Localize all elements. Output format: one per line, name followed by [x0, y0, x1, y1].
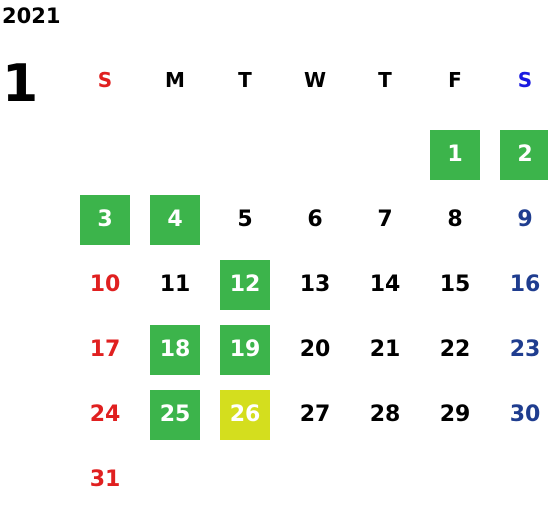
day-number: 3	[80, 194, 130, 245]
day-number: 19	[220, 324, 270, 375]
day-cell[interactable]: 8	[420, 187, 490, 252]
day-number: 11	[159, 272, 191, 297]
day-cell[interactable]: 11	[140, 252, 210, 317]
weekday-monday: M	[165, 68, 185, 92]
empty-day-cell	[70, 122, 140, 187]
day-cell[interactable]: 1	[420, 122, 490, 187]
day-number: 24	[89, 402, 121, 427]
weekday-saturday: S	[517, 68, 533, 92]
day-number: 9	[517, 207, 533, 232]
day-number: 7	[377, 207, 393, 232]
day-number: 16	[509, 272, 541, 297]
day-number: 15	[439, 272, 471, 297]
day-number: 4	[150, 194, 200, 245]
day-cell[interactable]: 26	[210, 382, 280, 447]
year-label: 2021	[2, 4, 61, 28]
day-number: 18	[150, 324, 200, 375]
day-cell[interactable]: 22	[420, 317, 490, 382]
empty-day-cell	[140, 122, 210, 187]
day-cell[interactable]: 12	[210, 252, 280, 317]
empty-day-cell	[210, 122, 280, 187]
day-cell[interactable]: 3	[70, 187, 140, 252]
day-number: 14	[369, 272, 401, 297]
day-cell[interactable]: 28	[350, 382, 420, 447]
weekday-tuesday: T	[238, 68, 252, 92]
day-cell[interactable]: 4	[140, 187, 210, 252]
day-cell[interactable]: 29	[420, 382, 490, 447]
day-number: 5	[237, 207, 253, 232]
day-cell[interactable]: 9	[490, 187, 548, 252]
weekday-sunday: S	[97, 68, 113, 92]
day-number: 1	[430, 129, 480, 180]
day-cell[interactable]: 6	[280, 187, 350, 252]
day-cell[interactable]: 27	[280, 382, 350, 447]
day-cell[interactable]: 21	[350, 317, 420, 382]
day-cell[interactable]: 18	[140, 317, 210, 382]
day-cell[interactable]: 2	[490, 122, 548, 187]
day-number: 20	[299, 337, 331, 362]
day-cell[interactable]: 25	[140, 382, 210, 447]
weekday-wednesday: W	[303, 68, 327, 92]
day-cell[interactable]: 15	[420, 252, 490, 317]
day-number: 26	[220, 389, 270, 440]
day-number: 28	[369, 402, 401, 427]
day-cell[interactable]: 31	[70, 447, 140, 512]
day-number: 13	[299, 272, 331, 297]
day-number: 27	[299, 402, 331, 427]
day-number: 10	[89, 272, 121, 297]
day-number: 23	[509, 337, 541, 362]
day-number: 31	[89, 467, 121, 492]
day-number: 22	[439, 337, 471, 362]
day-cell[interactable]: 7	[350, 187, 420, 252]
day-number: 29	[439, 402, 471, 427]
day-number: 8	[447, 207, 463, 232]
day-number: 17	[89, 337, 121, 362]
day-cell[interactable]: 13	[280, 252, 350, 317]
day-cell[interactable]: 23	[490, 317, 548, 382]
day-number: 2	[500, 129, 548, 180]
day-number: 21	[369, 337, 401, 362]
day-number: 6	[307, 207, 323, 232]
month-number: 1	[2, 54, 39, 114]
day-cell[interactable]: 10	[70, 252, 140, 317]
empty-day-cell	[280, 122, 350, 187]
day-cell[interactable]: 20	[280, 317, 350, 382]
weekday-header: S M T W T F S	[70, 58, 548, 102]
day-cell[interactable]: 30	[490, 382, 548, 447]
weekday-friday: F	[448, 68, 462, 92]
day-cell[interactable]: 24	[70, 382, 140, 447]
day-number: 12	[220, 259, 270, 310]
day-cell[interactable]: 16	[490, 252, 548, 317]
day-number: 30	[509, 402, 541, 427]
day-cell[interactable]: 14	[350, 252, 420, 317]
day-cell[interactable]: 5	[210, 187, 280, 252]
day-number: 25	[150, 389, 200, 440]
day-cell[interactable]: 19	[210, 317, 280, 382]
weekday-thursday: T	[378, 68, 392, 92]
empty-day-cell	[350, 122, 420, 187]
day-cell[interactable]: 17	[70, 317, 140, 382]
